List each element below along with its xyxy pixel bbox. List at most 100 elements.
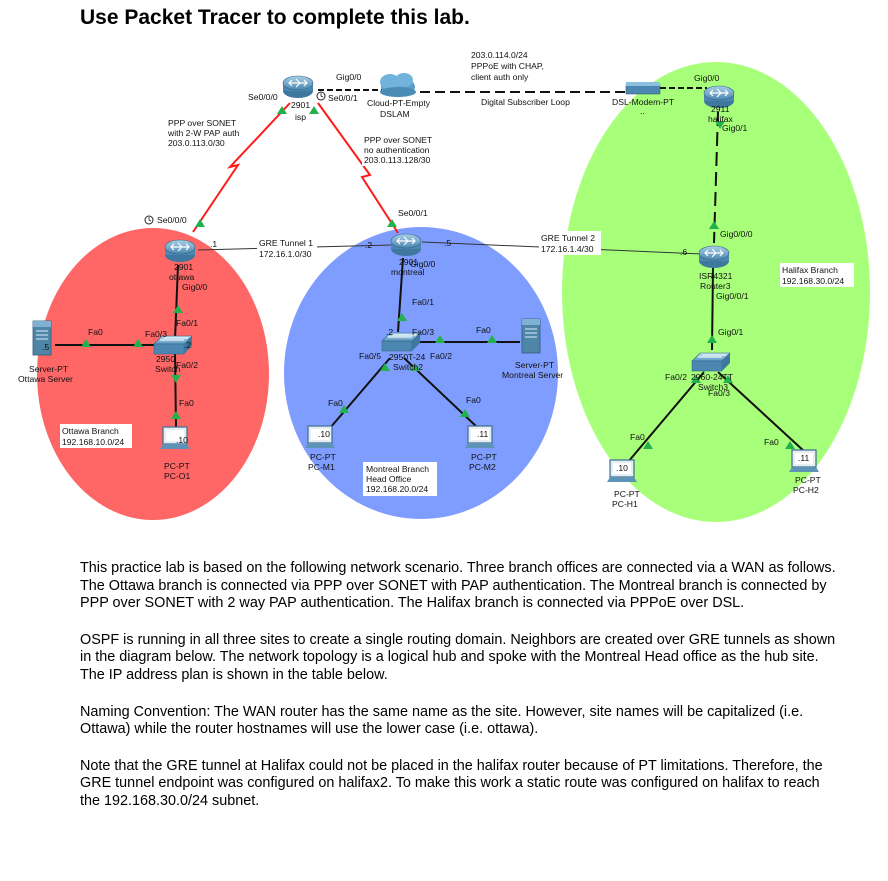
ottawa-name: ottawa bbox=[169, 272, 195, 282]
isp-model: 2901 bbox=[291, 100, 310, 110]
ottawa-server-line2: Ottawa Server bbox=[18, 374, 73, 384]
pc-h1-ip: .10 bbox=[616, 463, 628, 473]
montreal-server-icon[interactable] bbox=[521, 318, 541, 354]
ottawa-switch-name: Switch bbox=[155, 364, 181, 374]
pc-h2-line2: PC-H2 bbox=[793, 485, 819, 495]
ottawa-tunnel-ip: .1 bbox=[210, 239, 217, 249]
ottawa-port-fa01: Fa0/1 bbox=[176, 318, 198, 328]
montreal-switch-model: 2950T-24 bbox=[389, 352, 426, 362]
ottawa-server-fa0: Fa0 bbox=[88, 327, 103, 337]
ottawa-port-fa03: Fa0/3 bbox=[145, 329, 167, 339]
montreal-site-box bbox=[363, 462, 437, 496]
pc-m2-line2: PC-M2 bbox=[469, 462, 496, 472]
ottawa-pc-line2: PC-O1 bbox=[164, 471, 190, 481]
gre2-box bbox=[539, 231, 601, 255]
gre2-line1: GRE Tunnel 2 bbox=[541, 233, 595, 243]
halifax-name: halifax bbox=[708, 114, 734, 124]
pc-m1-line1: PC-PT bbox=[310, 452, 337, 462]
pc-h1-line1: PC-PT bbox=[614, 489, 641, 499]
montreal-site-name2: Head Office bbox=[366, 474, 411, 484]
montreal-m2-fa0: Fa0 bbox=[466, 395, 481, 405]
montreal-model: 2901 bbox=[399, 257, 418, 267]
montreal-switch-m1-link bbox=[329, 357, 391, 429]
montreal-name: montreal bbox=[391, 267, 425, 277]
pc-h1-fa0: Fa0 bbox=[630, 432, 645, 442]
gre1-line2: 172.16.1.0/30 bbox=[259, 249, 312, 259]
pc-m1-ip: .10 bbox=[318, 429, 330, 439]
page-title: Use Packet Tracer to complete this lab. bbox=[80, 6, 470, 29]
modem-line2: .. bbox=[640, 106, 645, 116]
cloud-icon[interactable] bbox=[380, 73, 416, 97]
montreal-switch-ip: .2 bbox=[386, 327, 393, 337]
dsl-modem-icon[interactable] bbox=[625, 82, 661, 95]
montreal-wan-note-box bbox=[362, 132, 438, 166]
ottawa-wan-note-line3: 203.0.113.0/30 bbox=[168, 138, 225, 148]
isp-port-se1: Se0/0/1 bbox=[328, 93, 358, 103]
isp-name: isp bbox=[295, 112, 306, 122]
switch3-h1-link bbox=[627, 371, 705, 463]
montreal-switch-name: Switch2 bbox=[393, 362, 423, 372]
isp-port-gig: Gig0/0 bbox=[336, 72, 362, 82]
halifax-switch-icon[interactable] bbox=[691, 352, 731, 372]
montreal-port-fa01: Fa0/1 bbox=[412, 297, 434, 307]
isp-router-icon[interactable] bbox=[282, 75, 314, 99]
montreal-wan-note-line2: no authentication bbox=[364, 145, 430, 155]
montreal-port-fa03: Fa0/3 bbox=[412, 327, 434, 337]
ottawa-port-fa02: Fa0/2 bbox=[176, 360, 198, 370]
halifax-port-gig01: Gig0/1 bbox=[722, 123, 748, 133]
ottawa-port-se: Se0/0/0 bbox=[157, 215, 187, 225]
halifax-site-name: Halifax Branch bbox=[782, 265, 838, 275]
pppoe-note-box bbox=[469, 47, 555, 84]
pc-h2-ip: .11 bbox=[798, 453, 810, 463]
halifax-router3-link bbox=[713, 111, 719, 244]
montreal-server-line1: Server-PT bbox=[515, 360, 555, 370]
isp-port-se0: Se0/0/0 bbox=[248, 92, 278, 102]
ottawa-site-box bbox=[60, 424, 132, 448]
clock-icon bbox=[316, 91, 326, 101]
ottawa-switch-ip: .2 bbox=[184, 340, 191, 350]
link-up-arrow bbox=[195, 219, 205, 227]
paragraph-scenario: This practice lab is based on the follow… bbox=[80, 560, 836, 612]
ottawa-router-switch-link bbox=[174, 264, 179, 341]
gre1-box bbox=[257, 236, 317, 260]
pc-m2-line1: PC-PT bbox=[471, 452, 498, 462]
dslam-line1: Cloud-PT-Empty bbox=[367, 98, 431, 108]
ottawa-site-subnet: 192.168.10.0/24 bbox=[62, 437, 124, 447]
montreal-server-fa0: Fa0 bbox=[476, 325, 491, 335]
montreal-port-gig: Gig0/0 bbox=[410, 259, 436, 269]
paragraph-ospf: OSPF is running in all three sites to cr… bbox=[80, 631, 836, 683]
halifax-site-subnet: 192.168.30.0/24 bbox=[782, 276, 844, 286]
switch3-port-fa02: Fa0/2 bbox=[665, 372, 687, 382]
montreal-wan-serial-link bbox=[317, 102, 399, 234]
ottawa-port-gig: Gig0/0 bbox=[182, 282, 208, 292]
dslam-line2: DSLAM bbox=[380, 109, 410, 119]
pc-h2-line1: PC-PT bbox=[795, 475, 822, 485]
halifax-model: 2911 bbox=[711, 104, 730, 114]
pc-h2-fa0: Fa0 bbox=[764, 437, 779, 447]
montreal-wan-note-line3: 203.0.113.128/30 bbox=[364, 155, 430, 165]
montreal-m1-fa0: Fa0 bbox=[328, 398, 343, 408]
ottawa-router-icon[interactable] bbox=[164, 239, 196, 263]
router3-port-gig001: Gig0/0/1 bbox=[716, 291, 749, 301]
router3-icon[interactable] bbox=[698, 245, 730, 269]
link-up-arrow bbox=[309, 106, 319, 114]
router3-name: Router3 bbox=[700, 281, 731, 291]
ottawa-wan-serial-link bbox=[192, 102, 291, 233]
montreal-router-icon[interactable] bbox=[390, 233, 422, 257]
ottawa-pc-line1: PC-PT bbox=[164, 461, 191, 471]
montreal-wan-note-line1: PPP over SONET bbox=[364, 135, 433, 145]
modem-line1: DSL-Modem-PT bbox=[612, 97, 675, 107]
montreal-site-subnet: 192.168.20.0/24 bbox=[366, 484, 428, 494]
ottawa-pc-ip: .10 bbox=[176, 435, 188, 445]
network-topology-diagram: 203.0.114.0/24 PPPoE with CHAP, client a… bbox=[18, 47, 870, 522]
montreal-port-fa05: Fa0/5 bbox=[359, 351, 381, 361]
pc-m1-line2: PC-M1 bbox=[308, 462, 335, 472]
router3-model: ISR4321 bbox=[699, 271, 733, 281]
clock-icon bbox=[144, 215, 154, 225]
switch3-model: 2960-24TT bbox=[691, 372, 734, 382]
switch3-port-gig01: Gig0/1 bbox=[718, 327, 744, 337]
gre2-line2: 172.16.1.4/30 bbox=[541, 244, 594, 254]
ottawa-wan-note-box bbox=[166, 115, 242, 149]
ottawa-model: 2901 bbox=[174, 262, 193, 272]
router3-tunnel-ip: .6 bbox=[680, 247, 687, 257]
